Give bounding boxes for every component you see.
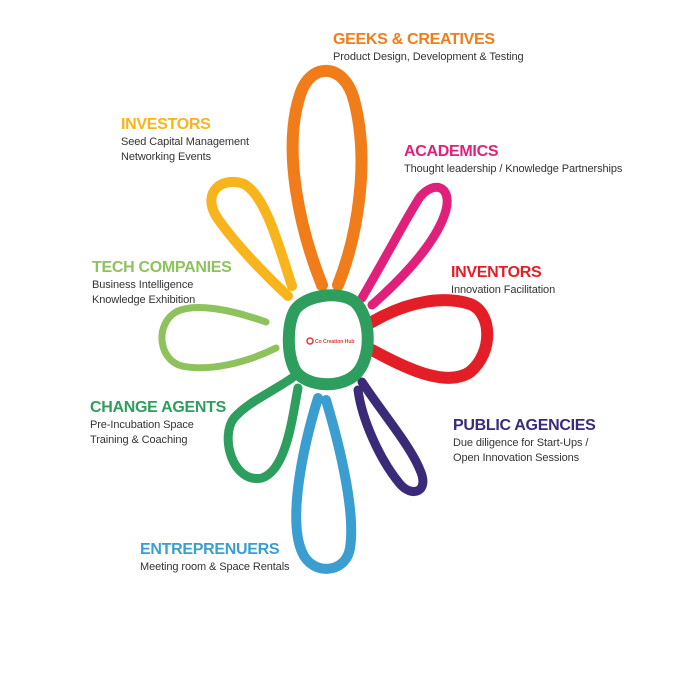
petal-geeks-creatives [286, 64, 368, 291]
center-ring [282, 289, 374, 391]
group-title: PUBLIC AGENCIES [453, 417, 596, 434]
group-line: Due diligence for Start-Ups / [453, 437, 589, 449]
group-line: Open Innovation Sessions [453, 452, 580, 464]
label-public-agencies: PUBLIC AGENCIES Due diligence for Start-… [453, 416, 596, 466]
center-label: Co Creation Hub [315, 339, 354, 345]
logo-mark-icon [306, 337, 314, 345]
group-line: Networking Events [121, 151, 212, 163]
group-line: Meeting room & Space Rentals [140, 561, 290, 573]
group-title: GEEKS & CREATIVES [333, 31, 495, 48]
group-title: INVESTORS [121, 116, 211, 133]
petal-inventors [366, 294, 494, 384]
petal-change-agents [223, 373, 303, 483]
group-line: Thought leadership / Knowledge Partnersh… [404, 163, 623, 175]
group-title: CHANGE AGENTS [90, 399, 226, 416]
group-title: INVENTORS [451, 264, 542, 281]
label-geeks-creatives: GEEKS & CREATIVES Product Design, Develo… [333, 30, 524, 65]
label-academics: ACADEMICS Thought leadership / Knowledge… [404, 142, 622, 177]
petal-investors [206, 177, 297, 301]
label-change-agents: CHANGE AGENTS Pre-Incubation Space Train… [90, 398, 226, 448]
petal-entrepreneurs [291, 393, 357, 574]
group-line: Product Design, Development & Testing [333, 51, 524, 63]
petal-tech-companies [158, 303, 280, 372]
petal-academics [357, 182, 452, 310]
label-tech-companies: TECH COMPANIES Business Intelligence Kno… [92, 258, 232, 308]
group-title: ENTREPRENUERS [140, 541, 280, 558]
group-line: Knowledge Exhibition [92, 294, 196, 306]
co-creation-hub-logo: Co Creation Hub [306, 337, 354, 345]
label-inventors: INVENTORS Innovation Facilitation [451, 263, 555, 298]
petal-public-agencies [353, 377, 428, 496]
group-line: Training & Coaching [90, 434, 188, 446]
group-line: Pre-Incubation Space [90, 419, 194, 431]
group-line: Innovation Facilitation [451, 284, 556, 296]
label-entrepreneurs: ENTREPRENUERS Meeting room & Space Renta… [140, 540, 290, 575]
group-line: Seed Capital Management [121, 136, 249, 148]
group-line: Business Intelligence [92, 279, 194, 291]
group-title: TECH COMPANIES [92, 259, 232, 276]
label-investors: INVESTORS Seed Capital Management Networ… [121, 115, 249, 165]
group-title: ACADEMICS [404, 143, 499, 160]
